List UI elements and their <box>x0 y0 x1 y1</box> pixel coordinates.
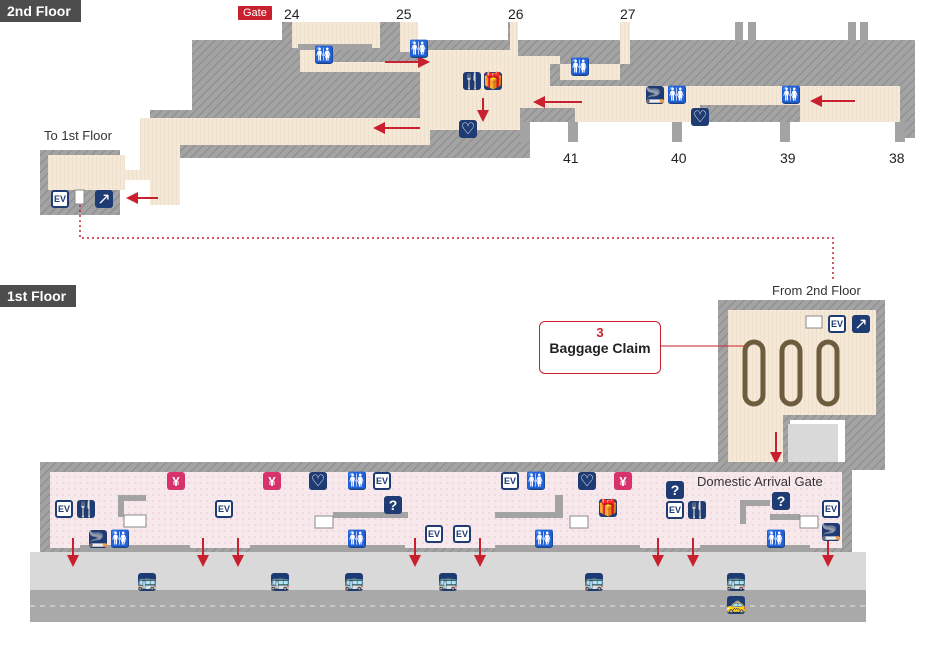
elevator-icon: EV <box>51 190 69 208</box>
aed-icon: ♡ <box>459 120 477 138</box>
restroom-icon: 🚻 <box>570 58 590 76</box>
escalator-icon: ↗ <box>95 190 113 208</box>
elevator-icon: EV <box>501 472 519 490</box>
bus-stop-icon: 🚌 <box>584 573 604 591</box>
restroom-icon: 🚻 <box>534 530 554 548</box>
from-second-floor-label: From 2nd Floor <box>772 283 861 298</box>
restroom-icon: 🚻 <box>409 40 429 58</box>
floor-connector-line <box>79 205 834 280</box>
restroom-icon: 🚻 <box>347 530 367 548</box>
gate-number: 24 <box>284 6 300 22</box>
currency-exchange-icon: ¥ <box>167 472 185 490</box>
smoking-area-icon: 🚬 <box>645 86 665 104</box>
restroom-icon: 🚻 <box>526 472 546 490</box>
gate-number: 25 <box>396 6 412 22</box>
baggage-claim-title: Baggage Claim <box>549 340 651 356</box>
elevator-icon: EV <box>425 525 443 543</box>
smoking-area-icon: 🚬 <box>821 523 841 541</box>
aed-icon: ♡ <box>578 472 596 490</box>
baggage-carousel <box>816 339 840 407</box>
restaurant-icon: 🍴 <box>76 500 96 518</box>
baggage-carousel <box>779 339 803 407</box>
elevator-icon: EV <box>373 472 391 490</box>
restroom-icon: 🚻 <box>781 86 801 104</box>
bus-stop-icon: 🚌 <box>137 573 157 591</box>
restroom-icon: 🚻 <box>766 530 786 548</box>
taxi-stand-icon: 🚕 <box>726 596 746 614</box>
restroom-icon: 🚻 <box>347 472 367 490</box>
information-icon: ? <box>666 481 684 499</box>
elevator-icon: EV <box>453 525 471 543</box>
elevator-icon: EV <box>666 501 684 519</box>
bus-stop-icon: 🚌 <box>726 573 746 591</box>
bus-stop-icon: 🚌 <box>344 573 364 591</box>
smoking-area-icon: 🚬 <box>88 530 108 548</box>
gift-shop-icon: 🎁 <box>598 499 618 517</box>
bus-stop-icon: 🚌 <box>270 573 290 591</box>
baggage-carousel <box>742 339 766 407</box>
first-floor-plan <box>30 300 885 622</box>
second-floor-concourse <box>48 22 900 205</box>
second-floor-plan <box>40 22 915 215</box>
elevator-icon: EV <box>822 500 840 518</box>
bus-stop-icon: 🚌 <box>438 573 458 591</box>
gate-number: 39 <box>780 150 796 166</box>
first-floor-tab: 1st Floor <box>0 285 77 307</box>
currency-exchange-icon: ¥ <box>263 472 281 490</box>
baggage-claim-number: 3 <box>596 325 604 340</box>
gate-number: 26 <box>508 6 524 22</box>
gate-number: 38 <box>889 150 905 166</box>
gift-shop-icon: 🎁 <box>483 72 503 90</box>
gate-number: 40 <box>671 150 687 166</box>
elevator-icon: EV <box>828 315 846 333</box>
elevator-icon: EV <box>215 500 233 518</box>
information-icon: ? <box>772 492 790 510</box>
gate-number: 41 <box>563 150 579 166</box>
restroom-icon: 🚻 <box>667 86 687 104</box>
roadway-lane <box>30 590 866 622</box>
restaurant-icon: 🍴 <box>687 501 707 519</box>
gate-number: 27 <box>620 6 636 22</box>
currency-exchange-icon: ¥ <box>614 472 632 490</box>
escalator-icon: ↗ <box>852 315 870 333</box>
restaurant-icon: 🍴 <box>462 72 482 90</box>
restroom-icon: 🚻 <box>314 46 334 64</box>
elevator-icon: EV <box>55 500 73 518</box>
domestic-arrival-gate-label: Domestic Arrival Gate <box>697 474 823 489</box>
restroom-icon: 🚻 <box>110 530 130 548</box>
aed-icon: ♡ <box>309 472 327 490</box>
baggage-claim-callout: 3 Baggage Claim <box>539 321 661 374</box>
aed-icon: ♡ <box>691 108 709 126</box>
second-floor-tab: 2nd Floor <box>0 0 81 22</box>
to-first-floor-label: To 1st Floor <box>44 128 112 143</box>
information-icon: ? <box>384 496 402 514</box>
gate-badge: Gate <box>238 6 272 20</box>
